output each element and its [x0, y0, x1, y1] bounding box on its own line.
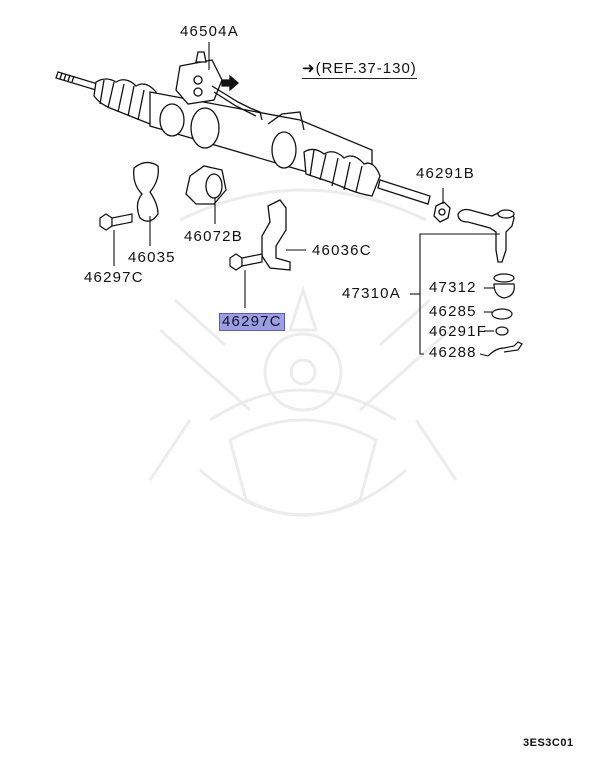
part-label-47310a[interactable]: 47310A	[342, 285, 401, 302]
part-label-46297c[interactable]: 46297C	[84, 269, 144, 286]
leader-lines	[113, 42, 500, 357]
part-label-46297c-highlighted[interactable]: 46297C	[219, 313, 285, 331]
part-label-46288[interactable]: 46288	[429, 344, 477, 361]
arrow-right-icon: ➜	[302, 60, 316, 77]
figure-code: 3ES3C01	[523, 737, 574, 749]
part-label-46291f[interactable]: 46291F	[429, 323, 488, 340]
part-label-46072b[interactable]: 46072B	[184, 228, 243, 245]
part-label-47312[interactable]: 47312	[429, 279, 477, 296]
bolts	[99, 213, 263, 271]
watermark-logo	[148, 188, 458, 517]
part-label-46285[interactable]: 46285	[429, 303, 477, 320]
part-label-46291b[interactable]: 46291B	[416, 165, 475, 182]
nut-46291b	[433, 201, 451, 223]
tie-rod-end-47310a	[457, 208, 515, 263]
steering-rack-assembly	[55, 51, 431, 205]
part-label-46035[interactable]: 46035	[128, 249, 176, 266]
small-parts	[487, 273, 523, 357]
part-label-46504a[interactable]: 46504A	[180, 23, 239, 40]
part-label-46036c[interactable]: 46036C	[312, 242, 372, 259]
clamps-and-bushings	[133, 161, 291, 271]
reference-link[interactable]: ➜(REF.37-130)	[302, 59, 417, 79]
reference-text: (REF.37-130)	[315, 60, 417, 77]
